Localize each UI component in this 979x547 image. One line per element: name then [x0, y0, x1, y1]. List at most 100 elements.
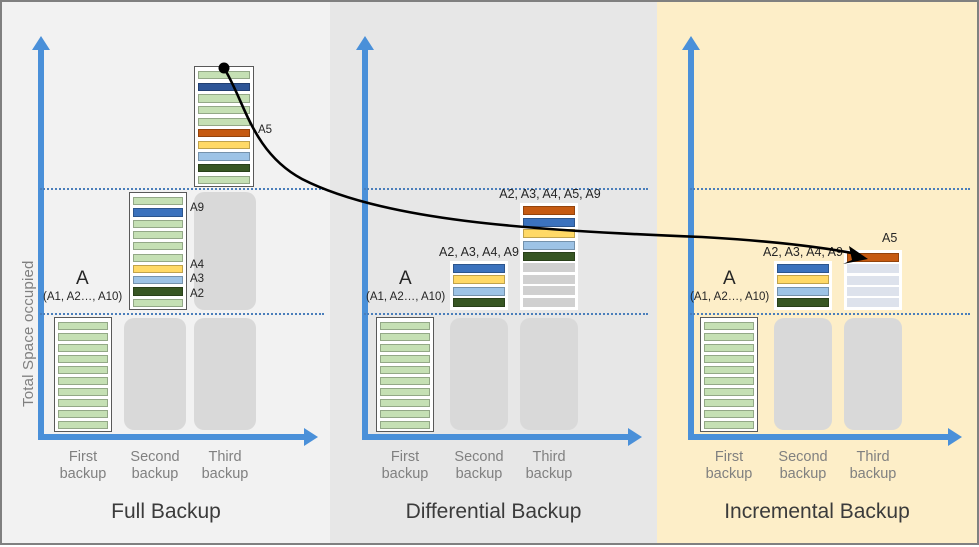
- gridline-lower-full: [40, 313, 324, 315]
- segment-a10: [133, 197, 183, 206]
- segment-a5: [58, 366, 108, 374]
- segment-a2: [380, 333, 430, 341]
- segment-filler-1: [847, 264, 899, 274]
- segment-filler-2: [847, 275, 899, 285]
- ghost-block-diff-second: [450, 318, 508, 430]
- segment-a7: [58, 388, 108, 396]
- segment-a10: [198, 71, 250, 80]
- gridline-lower-incr: [690, 313, 970, 315]
- y-axis-label: Total Space occupied: [20, 260, 37, 407]
- segment-a5: [133, 253, 183, 262]
- stack-full-second-backup: [129, 192, 187, 310]
- segment-a1: [704, 322, 754, 330]
- segment-a4: [380, 355, 430, 363]
- segment-a6: [380, 377, 430, 385]
- full-callout-a4: A4: [190, 259, 205, 271]
- incr-third-group-label: A5: [882, 231, 898, 245]
- segment-a3: [380, 344, 430, 352]
- segment-a1: [198, 175, 250, 184]
- ghost-block-diff-third: [520, 318, 578, 430]
- tick-incr-second-line1: Second: [778, 449, 828, 465]
- full-callout-a5: A5: [258, 124, 273, 136]
- segment-a9: [777, 264, 829, 274]
- incr-first-label-sub: (A1, A2…, A10): [690, 291, 770, 303]
- segment-a5: [704, 366, 754, 374]
- y-axis-diff: [362, 48, 368, 440]
- tick-full-first-line2: backup: [59, 466, 107, 482]
- segment-a7: [133, 230, 183, 240]
- segment-a8: [198, 94, 250, 103]
- tick-full-third-line1: Third: [208, 449, 242, 465]
- segment-a4: [58, 355, 108, 363]
- segment-a6: [58, 377, 108, 385]
- stack-full-first-backup: [54, 317, 112, 432]
- y-axis-arrowhead-full: [32, 36, 50, 50]
- tick-incr-first-line1: First: [714, 449, 744, 465]
- x-axis-arrowhead-full: [304, 428, 318, 446]
- gridline-lower-diff: [364, 313, 648, 315]
- tick-full-first: First backup: [43, 449, 123, 483]
- tick-full-third-line2: backup: [201, 466, 249, 482]
- segment-filler-7: [523, 286, 575, 296]
- panel-title-incr: Incremental Backup: [724, 500, 910, 523]
- stack-incr-third-backup: [844, 250, 902, 310]
- tick-full-first-line1: First: [68, 449, 98, 465]
- segment-a2: [58, 333, 108, 341]
- ghost-block-full-second-lower: [124, 318, 186, 430]
- segment-a2: [704, 333, 754, 341]
- segment-a3: [777, 286, 829, 296]
- panel-title-full: Full Backup: [111, 500, 221, 523]
- tick-incr-third-line1: Third: [856, 449, 890, 465]
- tick-diff-first-line1: First: [390, 449, 420, 465]
- segment-filler-8: [523, 297, 575, 307]
- y-axis-incr: [688, 48, 694, 440]
- tick-incr-second-line2: backup: [779, 466, 827, 482]
- tick-full-third: Third backup: [185, 449, 265, 483]
- segment-a5: [523, 206, 575, 216]
- segment-a3: [133, 276, 183, 285]
- incr-first-label-main: A: [723, 268, 736, 289]
- segment-a9: [704, 410, 754, 418]
- segment-a2: [133, 287, 183, 296]
- stack-diff-first-backup: [376, 317, 434, 432]
- tick-diff-third: Third backup: [509, 449, 589, 483]
- diff-first-label-sub: (A1, A2…, A10): [366, 291, 446, 303]
- segment-a4: [198, 140, 250, 150]
- segment-a3: [523, 240, 575, 250]
- segment-a4: [523, 229, 575, 239]
- segment-a6: [133, 242, 183, 251]
- segment-a3: [704, 344, 754, 352]
- segment-a1: [133, 298, 183, 307]
- x-axis-full: [38, 434, 306, 440]
- segment-a9: [380, 410, 430, 418]
- segment-a5: [847, 253, 899, 263]
- tick-diff-second-line1: Second: [454, 449, 504, 465]
- segment-filler-5: [523, 263, 575, 273]
- tick-full-second-line2: backup: [131, 466, 179, 482]
- segment-a2: [198, 163, 250, 173]
- full-first-label-sub: (A1, A2…, A10): [43, 291, 123, 303]
- ghost-block-incr-second: [774, 318, 832, 430]
- segment-a9: [523, 217, 575, 227]
- segment-a4: [453, 275, 505, 285]
- stack-incr-first-backup: [700, 317, 758, 432]
- tick-diff-first: First backup: [365, 449, 445, 483]
- ghost-block-full-third-lower: [194, 318, 256, 430]
- gridline-upper-incr: [690, 188, 970, 190]
- segment-a4: [704, 355, 754, 363]
- segment-a10: [380, 421, 430, 429]
- segment-filler-4: [847, 297, 899, 307]
- tick-incr-third: Third backup: [833, 449, 913, 483]
- tick-full-second-line1: Second: [130, 449, 180, 465]
- segment-a9: [198, 82, 250, 92]
- segment-a9: [133, 208, 183, 217]
- y-axis-arrowhead-incr: [682, 36, 700, 50]
- full-callout-a2: A2: [190, 288, 205, 300]
- full-first-label-main: A: [76, 268, 89, 289]
- full-callout-a3: A3: [190, 273, 205, 285]
- segment-a10: [58, 421, 108, 429]
- gridline-upper-full: [40, 188, 324, 190]
- tick-incr-first: First backup: [689, 449, 769, 483]
- x-axis-arrowhead-diff: [628, 428, 642, 446]
